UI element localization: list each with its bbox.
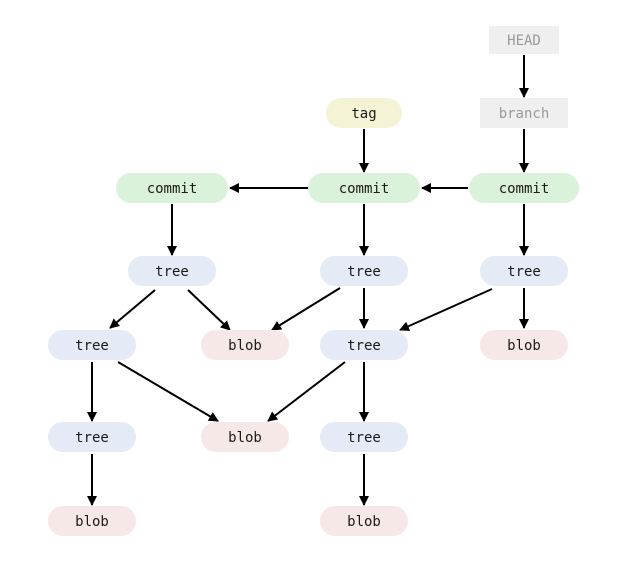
tree-node-label: tree bbox=[347, 264, 381, 280]
tree-node-label: tree bbox=[347, 338, 381, 354]
node-blob_b: blob bbox=[201, 422, 289, 452]
nodes-layer: HEAD branch tag commit commit commit tree tree t… bbox=[48, 26, 579, 536]
node-tree_c2: tree bbox=[320, 256, 408, 286]
blob-node-label: blob bbox=[228, 338, 262, 354]
node-blob_a: blob bbox=[201, 330, 289, 360]
commit-node-label: commit bbox=[147, 181, 198, 197]
commit-node-shape bbox=[308, 173, 420, 203]
node-tree_c3: tree bbox=[480, 256, 568, 286]
tree-node-shape bbox=[320, 422, 408, 452]
ref-node-shape bbox=[489, 26, 559, 54]
node-tree_m2: tree bbox=[320, 422, 408, 452]
node-branch: branch bbox=[480, 98, 568, 128]
blob-node-shape bbox=[201, 330, 289, 360]
commit-node-shape bbox=[469, 173, 579, 203]
blob-node-shape bbox=[480, 330, 568, 360]
edge-tree_c3-to-tree_m bbox=[399, 288, 493, 331]
node-commit2: commit bbox=[308, 173, 420, 203]
ref-node-shape bbox=[480, 98, 568, 128]
node-tree_l: tree bbox=[48, 330, 136, 360]
node-tree_c1: tree bbox=[128, 256, 216, 286]
node-blob_l: blob bbox=[48, 506, 136, 536]
node-tag: tag bbox=[326, 98, 402, 128]
commit-node-label: commit bbox=[499, 181, 550, 197]
blob-node-shape bbox=[48, 506, 136, 536]
ref-node-label: HEAD bbox=[507, 33, 541, 49]
node-commit1: commit bbox=[116, 173, 228, 203]
edge-tree_m-to-blob_b bbox=[267, 361, 346, 422]
tree-node-label: tree bbox=[507, 264, 541, 280]
blob-node-label: blob bbox=[507, 338, 541, 354]
tag-node-label: tag bbox=[351, 106, 376, 122]
edge-tree_c2-to-blob_a bbox=[271, 287, 341, 331]
blob-node-label: blob bbox=[75, 514, 109, 530]
commit-node-label: commit bbox=[339, 181, 390, 197]
tree-node-shape bbox=[48, 330, 136, 360]
node-blob_m: blob bbox=[320, 506, 408, 536]
edges-layer bbox=[87, 55, 529, 506]
commit-node-shape bbox=[116, 173, 228, 203]
edge-tree_c1-to-tree_l bbox=[109, 289, 156, 329]
blob-node-label: blob bbox=[347, 514, 381, 530]
node-tree_l2: tree bbox=[48, 422, 136, 452]
node-head: HEAD bbox=[489, 26, 559, 54]
node-tree_m: tree bbox=[320, 330, 408, 360]
blob-node-shape bbox=[320, 506, 408, 536]
tree-node-shape bbox=[320, 330, 408, 360]
tree-node-label: tree bbox=[75, 338, 109, 354]
blob-node-shape bbox=[201, 422, 289, 452]
tree-node-label: tree bbox=[155, 264, 189, 280]
edge-tree_l-to-blob_b bbox=[117, 361, 219, 422]
blob-node-label: blob bbox=[228, 430, 262, 446]
node-blob_r: blob bbox=[480, 330, 568, 360]
tree-node-shape bbox=[128, 256, 216, 286]
tree-node-label: tree bbox=[347, 430, 381, 446]
node-commit3: commit bbox=[469, 173, 579, 203]
edge-tree_c1-to-blob_a bbox=[187, 289, 231, 331]
tree-node-shape bbox=[480, 256, 568, 286]
tag-node-shape bbox=[326, 98, 402, 128]
tree-node-shape bbox=[48, 422, 136, 452]
tree-node-label: tree bbox=[75, 430, 109, 446]
tree-node-shape bbox=[320, 256, 408, 286]
ref-node-label: branch bbox=[499, 106, 550, 122]
